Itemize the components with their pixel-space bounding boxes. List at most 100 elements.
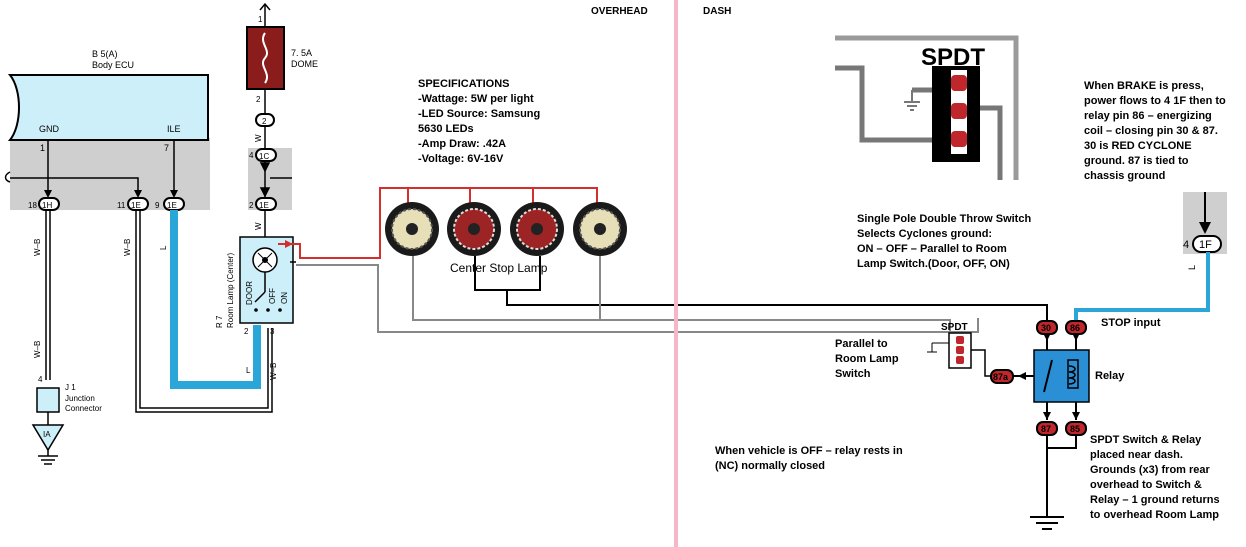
relay-pin-87: 87 [1036, 421, 1058, 436]
svg-text:2: 2 [262, 117, 267, 126]
svg-text:1E: 1E [259, 201, 269, 210]
spdt-illustration: SPDT [835, 35, 1019, 180]
connector-1f: 4 1F L [1183, 192, 1222, 270]
svg-text:power flows to 4 1F then to: power flows to 4 1F then to [1084, 95, 1226, 107]
connector-1e-top: 2 1E [249, 197, 277, 211]
wire-label-wb4: W–B [269, 363, 278, 380]
overhead-label: OVERHEAD [591, 6, 648, 17]
svg-text:1: 1 [258, 15, 263, 24]
svg-text:Room Lamp: Room Lamp [835, 353, 899, 365]
blue-wire-stop [1074, 252, 1210, 322]
svg-text:18: 18 [28, 201, 37, 210]
svg-text:87a: 87a [993, 372, 1009, 382]
connector-1c-arrows [259, 161, 292, 198]
lamp-black-wires [474, 256, 1048, 322]
svg-text:4: 4 [1183, 239, 1189, 251]
svg-text:Connector: Connector [65, 404, 102, 413]
blue-wire-ile [170, 210, 261, 389]
placement-note: SPDT Switch & Relay placed near dash. Gr… [1090, 434, 1220, 521]
wire-label-l2: L [246, 366, 251, 375]
wire-label-wb1: W–B [33, 239, 42, 256]
svg-text:1F: 1F [1199, 239, 1212, 251]
svg-text:ON – OFF – Parallel to Room: ON – OFF – Parallel to Room [857, 243, 1007, 255]
svg-text:IA: IA [43, 430, 51, 439]
svg-text:R 7: R 7 [215, 315, 224, 328]
junction-connector: 4 J 1 Junction Connector IA [31, 375, 102, 465]
connector-1c: 4 1C [249, 148, 277, 162]
svg-text:1C: 1C [259, 152, 269, 161]
ecu-ile-pin: 7 [164, 143, 169, 153]
stop-input-label: STOP input [1101, 317, 1161, 329]
connector-1e-a: 11 1E [117, 197, 149, 211]
body-ecu-box [7, 74, 209, 141]
svg-text:1H: 1H [42, 201, 52, 210]
dome-fuse: 1 7. 5A DOME 2 [246, 2, 318, 114]
svg-text:Selects Cyclones ground:: Selects Cyclones ground: [857, 228, 992, 240]
svg-text:30 is RED CYCLONE: 30 is RED CYCLONE [1084, 140, 1192, 152]
svg-text:Junction: Junction [65, 394, 95, 403]
svg-text:overhead to Switch &: overhead to Switch & [1090, 479, 1202, 491]
svg-text:J 1: J 1 [65, 383, 76, 392]
red-wire-arrow [285, 240, 293, 248]
ecu-internal-wires [4, 140, 175, 192]
svg-text:7. 5A: 7. 5A [291, 48, 312, 58]
svg-text:SPDT Switch & Relay: SPDT Switch & Relay [1090, 434, 1202, 446]
switch-note: Single Pole Double Throw Switch Selects … [857, 213, 1031, 270]
specs-line-3: 5630 LEDs [418, 123, 474, 135]
svg-text:to overhead Room Lamp: to overhead Room Lamp [1090, 509, 1219, 521]
relay-ground [1030, 435, 1077, 530]
svg-text:DOME: DOME [291, 59, 318, 69]
cyclone-led-1 [385, 202, 439, 256]
svg-text:placed near dash.: placed near dash. [1090, 449, 1183, 461]
relay-pin-85: 85 [1065, 421, 1087, 436]
ecu-name: Body ECU [92, 60, 134, 70]
ecu-gnd-label: GND [39, 124, 60, 134]
ecu-ref: B 5(A) [92, 49, 118, 59]
spdt-big-label: SPDT [921, 44, 985, 71]
svg-text:4: 4 [249, 151, 254, 160]
svg-text:Room Lamp (Center): Room Lamp (Center) [226, 253, 235, 328]
svg-text:11: 11 [117, 201, 126, 210]
relay-label: Relay [1095, 370, 1125, 382]
connector-arrows [44, 190, 178, 198]
svg-text:(NC) normally closed: (NC) normally closed [715, 460, 825, 472]
wire-label-wb2: W–B [33, 341, 42, 358]
specifications: SPECIFICATIONS -Wattage: 5W per light -L… [418, 78, 540, 165]
specs-line-1: -Wattage: 5W per light [418, 93, 534, 105]
connector-2: 2 [255, 113, 275, 127]
svg-text:Switch: Switch [835, 368, 871, 380]
svg-text:When vehicle is OFF – relay re: When vehicle is OFF – relay rests in [715, 445, 903, 457]
svg-text:Lamp Switch.(Door, OFF, ON): Lamp Switch.(Door, OFF, ON) [857, 258, 1010, 270]
ground-wires-left [45, 210, 273, 413]
relay-pin-30: 30 [1036, 320, 1058, 335]
specs-line-5: -Voltage: 6V-16V [418, 153, 504, 165]
relay-pin-86: 86 [1065, 320, 1087, 335]
svg-text:coil – closing pin 30 & 87.: coil – closing pin 30 & 87. [1084, 125, 1218, 137]
svg-text:85: 85 [1070, 424, 1080, 434]
svg-text:9: 9 [155, 201, 160, 210]
relay: Relay [1012, 333, 1125, 420]
off-note: When vehicle is OFF – relay rests in (NC… [715, 445, 903, 472]
specs-title: SPECIFICATIONS [418, 78, 509, 90]
wire-label-w1: W [254, 134, 263, 142]
svg-text:Parallel to: Parallel to [835, 338, 888, 350]
svg-text:2: 2 [244, 327, 249, 336]
svg-text:Relay – 1 ground returns: Relay – 1 ground returns [1090, 494, 1220, 506]
wire-label-l1: L [159, 245, 168, 250]
specs-line-2: -LED Source: Samsung [418, 108, 540, 120]
ecu-ile-label: ILE [167, 124, 181, 134]
svg-text:2: 2 [256, 95, 261, 104]
specs-line-4: -Amp Draw: .42A [418, 138, 506, 150]
svg-text:OFF: OFF [268, 288, 277, 304]
connector-1h: 18 1H [28, 197, 60, 211]
svg-text:ground. 87 is tied to: ground. 87 is tied to [1084, 155, 1189, 167]
spdt-small-label: SPDT [941, 322, 968, 333]
svg-text:chassis ground: chassis ground [1084, 170, 1165, 182]
relay-pin-87a: 87a [990, 369, 1014, 384]
svg-text:1E: 1E [131, 201, 141, 210]
svg-text:ON: ON [280, 292, 289, 304]
svg-text:DOOR: DOOR [245, 281, 254, 305]
svg-text:Single Pole Double Throw Switc: Single Pole Double Throw Switch [857, 213, 1031, 225]
svg-text:86: 86 [1070, 323, 1080, 333]
